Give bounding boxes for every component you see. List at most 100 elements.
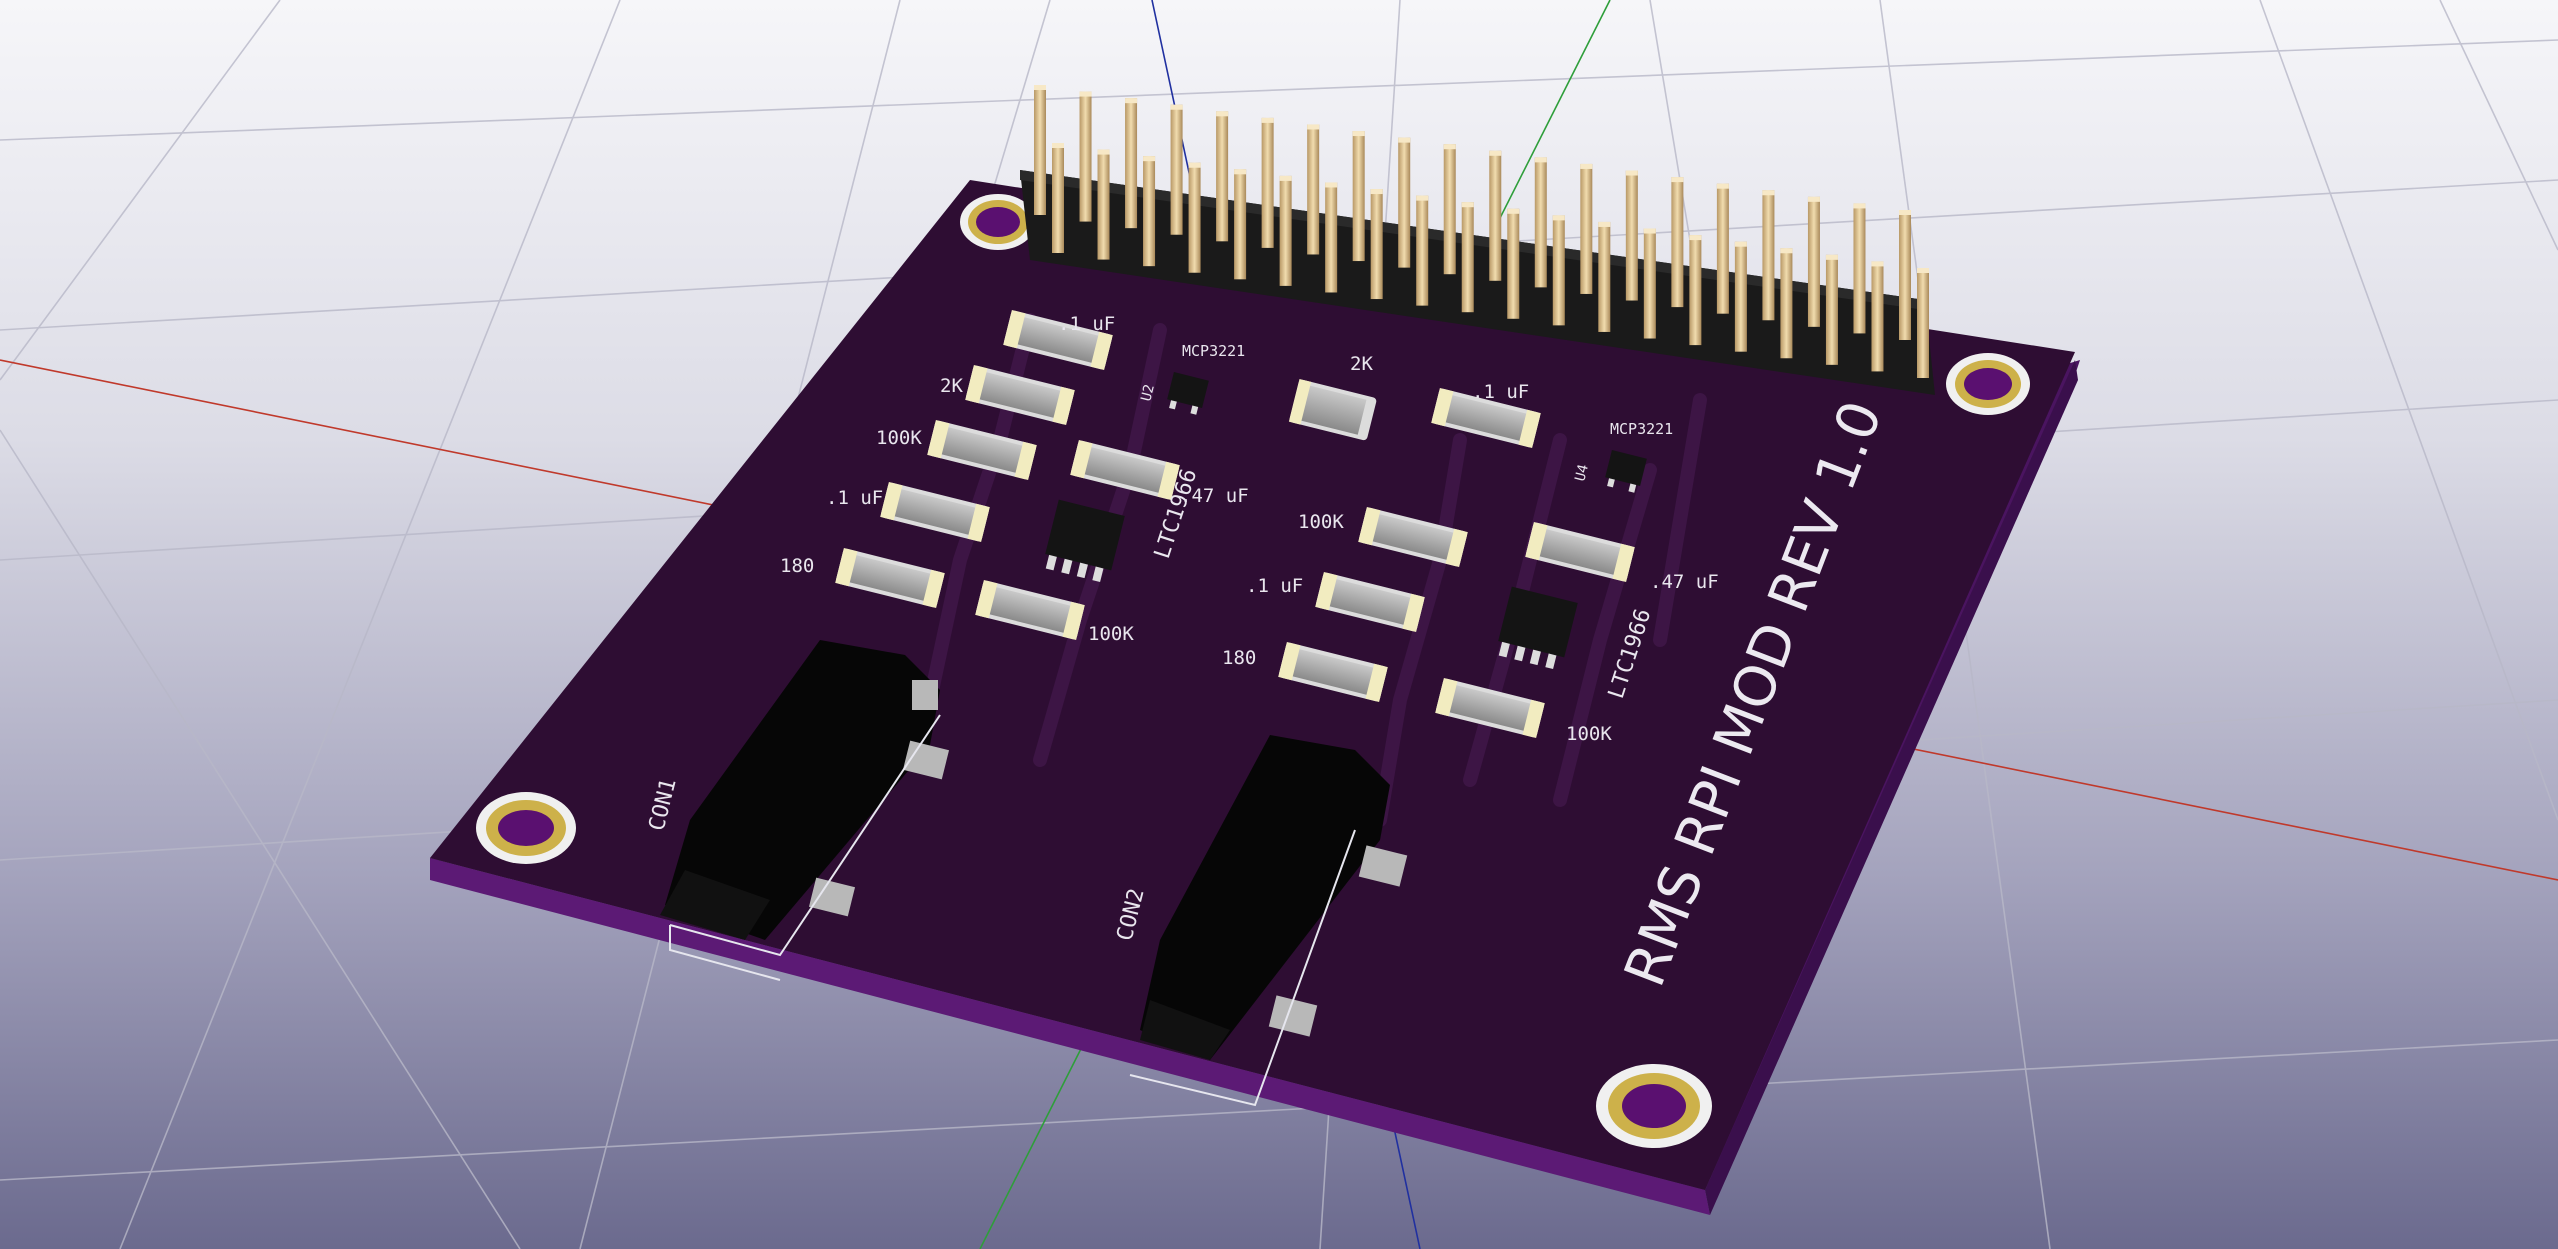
header-pin-tip (1352, 131, 1365, 137)
header-pin-tip (1052, 143, 1064, 148)
header-pin (1352, 131, 1365, 262)
ic-mcp3221-right (1605, 450, 1647, 493)
label-r-180-mid: 180 (1222, 647, 1256, 669)
header-body (1020, 170, 1935, 395)
label-r-100k-left-bottom: 100K (1088, 623, 1134, 645)
pcb-top-surface (430, 180, 2075, 1190)
header-pin (1234, 169, 1247, 280)
mounting-hole-top-right (1946, 353, 2030, 415)
pcb-board[interactable]: .1 uF 2K 100K .1 uF 180 100K .47 uF LTC1… (430, 85, 2080, 1215)
header-pin-tip (1398, 137, 1411, 143)
header-pin (1461, 202, 1474, 313)
header-pin (1489, 150, 1502, 281)
header-pin-tip (1552, 215, 1565, 221)
header-pin-tip (1780, 248, 1793, 254)
label-c-1uf-mid-top: .1 uF (1472, 381, 1529, 403)
header-pin (1917, 268, 1929, 378)
label-r-100k-left: 100K (876, 427, 922, 449)
header-pin (1443, 144, 1456, 275)
header-pin (1143, 156, 1156, 267)
header-pin-tip (1853, 203, 1866, 209)
header-pin (1507, 208, 1520, 319)
mounting-hole-top-left (960, 194, 1036, 250)
header-pin (1625, 170, 1638, 301)
smd-components (835, 309, 1635, 739)
header-pin-tip (1899, 210, 1911, 215)
header-pin-tip (1671, 177, 1684, 183)
header-pin-tip (1489, 150, 1502, 156)
header-pin (1416, 195, 1429, 306)
header-pin-tip (1170, 104, 1183, 110)
header-pin-tip (1716, 183, 1729, 189)
header-pin-tip (1807, 196, 1820, 202)
header-pin (1079, 91, 1092, 222)
header-pin (1279, 175, 1292, 286)
header-pin-tip (1261, 117, 1274, 123)
label-r-180-left: 180 (780, 555, 814, 577)
header-pin-tip (1871, 261, 1884, 267)
header-pin (1643, 228, 1656, 339)
header-pin-tip (1734, 241, 1747, 247)
header-pin-tip (1097, 149, 1110, 155)
header-pin (1689, 235, 1702, 346)
ic-ltc1966-left (1045, 499, 1125, 583)
header-pin (1734, 241, 1747, 352)
header-pin-tip (1625, 170, 1638, 176)
label-c-47-left: .47 uF (1180, 485, 1249, 507)
header-pin-tip (1598, 221, 1611, 227)
label-c-47-right: .47 uF (1650, 571, 1719, 593)
header-pin (1825, 254, 1838, 365)
mounting-hole-bottom-right (1596, 1064, 1712, 1148)
header-pin (1671, 177, 1684, 308)
label-c-1uf-left-mid: .1 uF (826, 487, 883, 509)
header-pin (1580, 163, 1593, 294)
header-pin-tip (1188, 162, 1201, 168)
header-pin (1598, 221, 1611, 332)
header-pin (1052, 143, 1064, 253)
header-pin (1899, 210, 1911, 340)
header-pin (1807, 196, 1820, 327)
audio-jack-con2 (1129, 735, 1408, 1107)
header-pin (1097, 149, 1110, 260)
header-pin (1716, 183, 1729, 314)
header-pin-tip (1507, 208, 1520, 214)
header-pin (1370, 189, 1383, 300)
label-r-100k-right: 100K (1566, 723, 1612, 745)
ic-mcp3221-left (1167, 372, 1209, 415)
gpio-header[interactable] (1020, 85, 1935, 395)
header-pin-tip (1307, 124, 1320, 130)
label-ref-u2: U2 (1138, 383, 1158, 403)
header-pin-tip (1325, 182, 1338, 188)
header-pin (1762, 190, 1775, 321)
header-pin (1325, 182, 1338, 293)
pcb-edge-right (1705, 360, 2078, 1215)
header-pin-tip (1534, 157, 1547, 163)
label-r-2k-mid: 2K (1350, 353, 1373, 375)
header-pin (1216, 111, 1229, 242)
header-pin (1170, 104, 1183, 235)
header-pin-tip (1234, 169, 1247, 175)
header-pin-tip (1143, 156, 1156, 162)
header-pin-tip (1580, 163, 1593, 169)
audio-jack-con1 (660, 640, 950, 981)
header-pin-tip (1125, 98, 1138, 104)
header-pin-tip (1762, 190, 1775, 196)
header-pin-tip (1370, 189, 1383, 195)
header-pin (1853, 203, 1866, 334)
header-pin-tip (1689, 235, 1702, 241)
ic-ltc1966-right (1498, 586, 1578, 670)
header-pin-tip (1216, 111, 1229, 117)
label-r-100k-mid: 100K (1298, 511, 1344, 533)
label-c-top-left: .1 uF (1058, 313, 1115, 335)
header-pin (1261, 117, 1274, 248)
header-pin-tip (1416, 195, 1429, 201)
header-pin-tip (1034, 85, 1046, 90)
header-pin (1552, 215, 1565, 326)
header-pin (1871, 261, 1884, 372)
header-pin (1534, 157, 1547, 288)
header-pin-tip (1279, 175, 1292, 181)
header-pin (1125, 98, 1138, 229)
label-ref-u4: U4 (1572, 463, 1592, 483)
header-pin (1398, 137, 1411, 268)
